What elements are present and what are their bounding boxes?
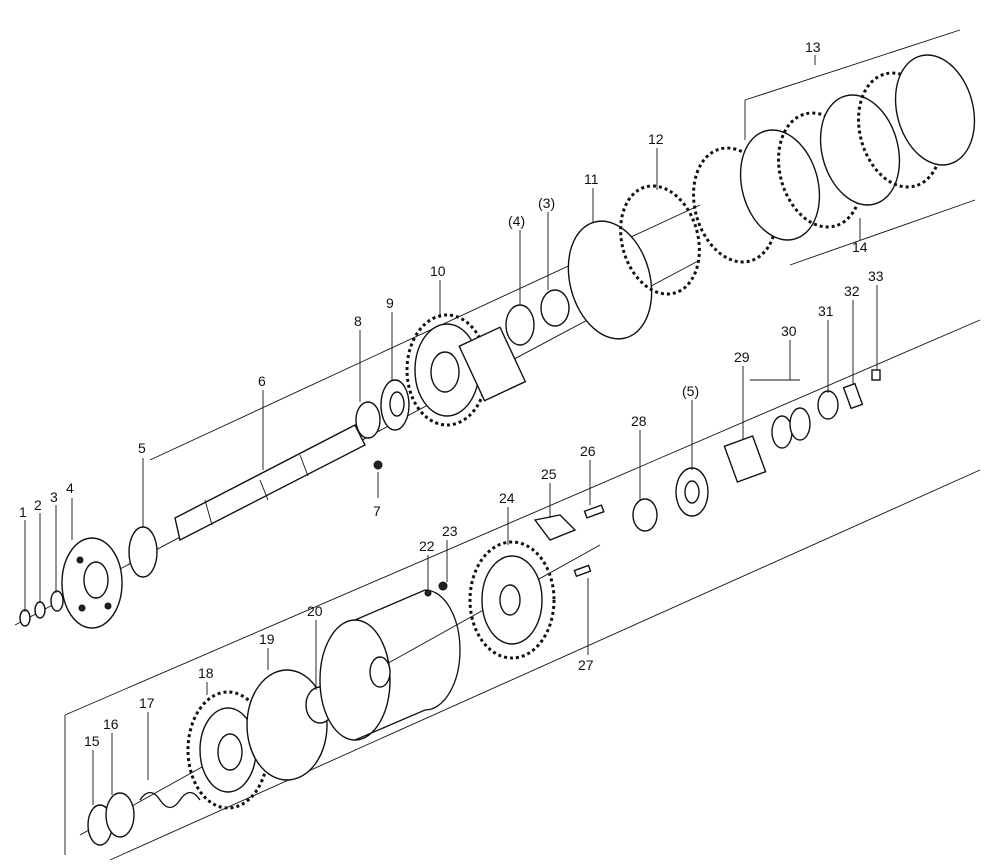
- bushing-28: [632, 498, 658, 532]
- flange: [61, 537, 123, 629]
- callout-10: 10: [430, 263, 446, 279]
- callout-29: 29: [734, 349, 750, 365]
- callout-5: 5: [138, 440, 146, 456]
- plate-32: [842, 382, 864, 410]
- bearing-5r: [675, 467, 709, 517]
- seal-rings-30: [771, 407, 811, 449]
- callout-5-paren: (5): [682, 383, 699, 399]
- callout-15: 15: [84, 733, 100, 749]
- callout-9: 9: [386, 295, 394, 311]
- clutch-drum: [319, 589, 461, 741]
- snap-ring-11: [567, 220, 653, 340]
- callout-17: 17: [139, 695, 155, 711]
- bearing-4r: [505, 304, 535, 346]
- clutch-pack: [692, 54, 976, 264]
- pin-27: [573, 564, 592, 578]
- callout-19: 19: [259, 631, 275, 647]
- callout-31: 31: [818, 303, 834, 319]
- callout-7: 7: [373, 503, 381, 519]
- callout-8: 8: [354, 313, 362, 329]
- lever-25: [533, 514, 577, 541]
- callout-27: 27: [578, 657, 594, 673]
- callout-3: 3: [50, 489, 58, 505]
- callout-32: 32: [844, 283, 860, 299]
- callout-6: 6: [258, 373, 266, 389]
- ball: [373, 460, 383, 470]
- callout-28: 28: [631, 413, 647, 429]
- plate-19: [246, 669, 328, 781]
- retainer-spring: [87, 791, 201, 846]
- hub-29: [723, 435, 767, 483]
- callout-2: 2: [34, 497, 42, 513]
- callout-14: 14: [852, 239, 868, 255]
- screw-33: [871, 369, 881, 381]
- callout-22: 22: [419, 538, 435, 554]
- leader-lines: [24, 55, 878, 805]
- callout-23: 23: [442, 523, 458, 539]
- callout-30: 30: [781, 323, 797, 339]
- gear-10: [405, 313, 527, 427]
- bearing-9: [380, 379, 410, 431]
- plate-12: [619, 184, 701, 296]
- callout-11: 11: [584, 171, 599, 187]
- callout-16: 16: [103, 716, 119, 732]
- callout-3-paren: (3): [538, 195, 555, 211]
- seal: [128, 526, 158, 578]
- splined-shaft: [174, 424, 366, 542]
- callout-12: 12: [648, 131, 664, 147]
- pin-26: [583, 504, 605, 519]
- callout-20: 20: [307, 603, 323, 619]
- callout-13: 13: [805, 39, 821, 55]
- small-washers: [19, 590, 64, 627]
- callout-1: 1: [19, 504, 27, 520]
- callout-33: 33: [868, 268, 884, 284]
- callout-24: 24: [499, 490, 515, 506]
- callout-25: 25: [541, 466, 557, 482]
- part-23: [438, 581, 448, 591]
- callout-18: 18: [198, 665, 214, 681]
- part-22: [424, 589, 432, 597]
- callout-labels: 1 2 3 4 5 6 7 8 9 10 11 12 13 14 15 16 1…: [19, 39, 884, 749]
- gear-24: [468, 540, 556, 660]
- washer-31: [817, 390, 839, 420]
- callout-4-paren: (4): [508, 213, 525, 229]
- snap-ring-8: [355, 401, 381, 439]
- callout-26: 26: [580, 443, 596, 459]
- ring-3r: [540, 289, 570, 327]
- callout-4: 4: [66, 480, 74, 496]
